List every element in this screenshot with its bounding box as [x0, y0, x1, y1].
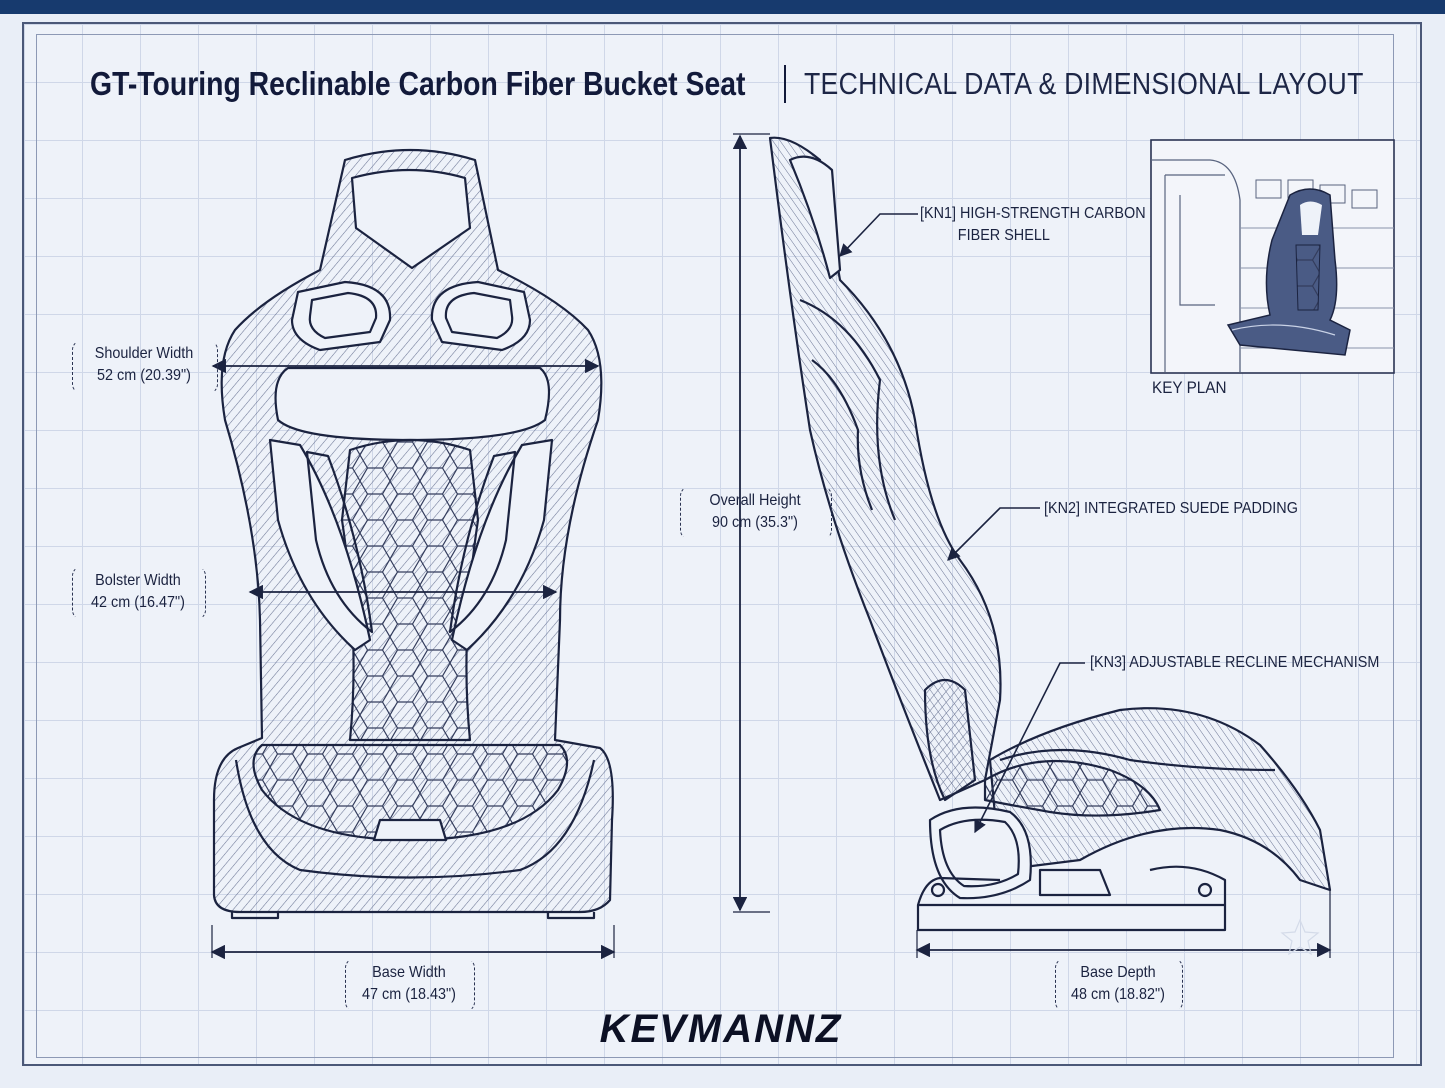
- bracket-base-width: [345, 958, 475, 1012]
- bolster-width-value: 42 cm (16.47"): [91, 594, 185, 611]
- overall-height-title: Overall Height: [709, 492, 801, 509]
- base-width-title: Base Width: [372, 964, 446, 981]
- key-plan-figure: [1150, 139, 1395, 374]
- base-depth-value: 48 cm (18.82"): [1071, 986, 1165, 1003]
- front-view: [212, 148, 614, 920]
- shoulder-width-value: 52 cm (20.39"): [97, 367, 191, 384]
- base-width-value: 47 cm (18.43"): [362, 986, 456, 1003]
- side-view: [768, 136, 1332, 932]
- bracket-base-depth: [1055, 958, 1183, 1012]
- callout-kn1-line2: FIBER SHELL: [957, 227, 1050, 244]
- base-width-label: Base Width 47 cm (18.43"): [347, 962, 471, 1006]
- overall-height-label: Overall Height 90 cm (35.3"): [688, 490, 823, 534]
- shoulder-width-title: Shoulder Width: [94, 345, 194, 362]
- title-separator: [784, 65, 787, 103]
- front-dimensions: [210, 358, 616, 960]
- base-depth-label: Base Depth 48 cm (18.82"): [1057, 962, 1179, 1006]
- key-plan-label: KEY PLAN: [1152, 378, 1227, 397]
- bracket-shoulder: [72, 340, 218, 394]
- callout-kn1-line1: [KN1] HIGH-STRENGTH CARBON: [920, 205, 1146, 222]
- page-subtitle: TECHNICAL DATA & DIMENSIONAL LAYOUT: [804, 66, 1364, 101]
- bolster-width-title: Bolster Width: [95, 572, 181, 589]
- callout-leaders: [839, 213, 1085, 834]
- callout-kn3: [KN3] ADJUSTABLE RECLINE MECHANISM: [1090, 654, 1380, 671]
- base-depth-title: Base Depth: [1080, 964, 1156, 981]
- bolster-width-label: Bolster Width 42 cm (16.47"): [77, 570, 199, 614]
- overall-height-value: 90 cm (35.3"): [712, 514, 798, 531]
- side-dimensions: [732, 133, 1332, 958]
- shoulder-width-label: Shoulder Width 52 cm (20.39"): [77, 343, 210, 387]
- page-title: GT-Touring Reclinable Carbon Fiber Bucke…: [90, 65, 746, 102]
- title-block: GT-Touring Reclinable Carbon Fiber Bucke…: [90, 62, 1445, 106]
- callout-kn2: [KN2] INTEGRATED SUEDE PADDING: [1044, 500, 1298, 517]
- brand-logo: KEVMANNZ: [599, 1007, 843, 1051]
- callout-kn1: [KN1] HIGH-STRENGTH CARBON FIBER SHELL: [920, 203, 1146, 247]
- bracket-overall-height: [680, 486, 832, 540]
- star-watermark-icon: [1280, 918, 1320, 956]
- bracket-bolster: [72, 566, 206, 620]
